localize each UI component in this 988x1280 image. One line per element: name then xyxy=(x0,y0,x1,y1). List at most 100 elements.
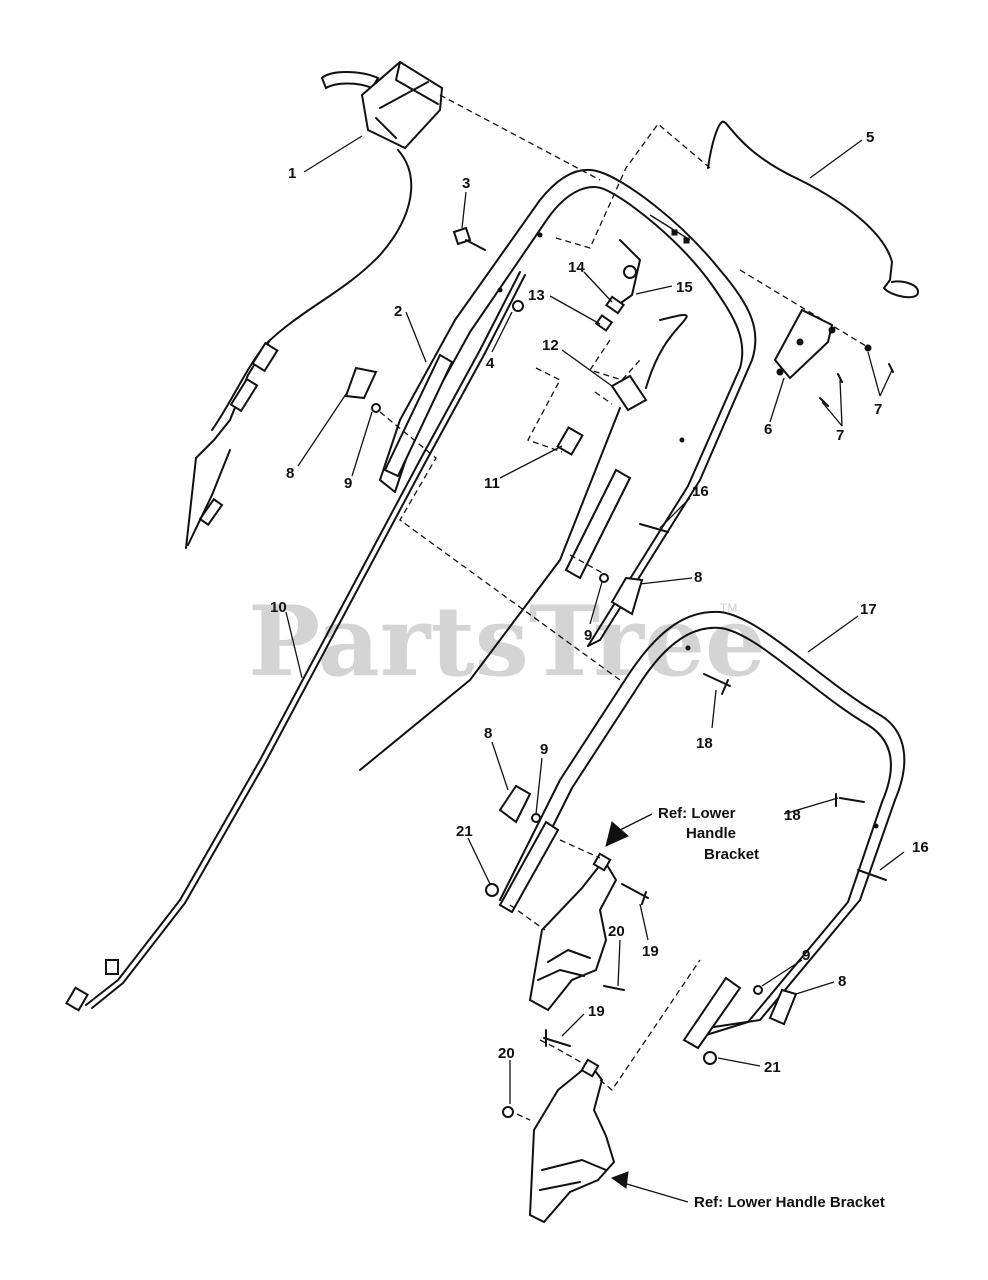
part-18-bolt-upper[interactable] xyxy=(703,673,731,695)
callout-1: 1 xyxy=(288,165,296,182)
ref-label-upper-line3: Bracket xyxy=(704,846,759,863)
part-3-screw[interactable] xyxy=(452,226,486,251)
leader-17 xyxy=(807,615,859,653)
part-8-knob-upper-right[interactable] xyxy=(610,576,644,616)
leader-part-1-dash xyxy=(439,94,601,181)
part-19-bolt-upper[interactable] xyxy=(621,883,649,905)
dash-knob-upper-right xyxy=(569,554,609,577)
leader-20a xyxy=(617,939,621,987)
part-11-cable-fitting[interactable] xyxy=(556,426,584,456)
part-9-washer-lower-left[interactable] xyxy=(531,813,541,823)
part-17-lower-handle[interactable] xyxy=(499,610,906,1041)
part-19-bolt-lower[interactable] xyxy=(543,1029,571,1047)
callout-8a: 8 xyxy=(286,465,294,482)
part-8-knob-lower-left[interactable] xyxy=(498,784,532,824)
lower-handle-bracket-lower xyxy=(528,1058,616,1224)
part-9-washer-lower-right[interactable] xyxy=(753,985,763,995)
part-1-cable xyxy=(211,149,413,431)
callout-6: 6 xyxy=(764,421,772,438)
part-13-washer[interactable] xyxy=(594,314,614,332)
dash-plate xyxy=(739,269,867,347)
callout-21a: 21 xyxy=(456,823,473,840)
callout-16b: 16 xyxy=(912,839,929,856)
part-1-control-box[interactable] xyxy=(320,60,444,150)
leader-8c xyxy=(491,741,509,791)
leader-3 xyxy=(461,191,467,229)
leader-7b xyxy=(821,379,843,427)
leader-19a xyxy=(639,903,649,941)
part-12-throttle[interactable] xyxy=(359,313,688,771)
callout-9b: 9 xyxy=(584,627,592,644)
leader-2 xyxy=(405,311,427,363)
ref-label-upper-line1: Ref: Lower xyxy=(658,805,736,822)
ref-arrow-lower xyxy=(619,1181,689,1203)
leader-18a xyxy=(711,689,717,729)
callout-7b: 7 xyxy=(836,427,844,444)
part-21-nut-lower-left[interactable] xyxy=(485,883,499,897)
leader-9b xyxy=(589,581,603,625)
leader-9a xyxy=(351,411,373,477)
part-2-handle-insert[interactable] xyxy=(383,353,454,478)
leader-16b xyxy=(879,851,905,871)
callout-14: 14 xyxy=(568,259,585,276)
callout-3: 3 xyxy=(462,175,470,192)
ref-arrow-upper xyxy=(619,813,653,831)
part-9-washer-upper-right[interactable] xyxy=(599,573,609,583)
leader-8d xyxy=(795,981,835,995)
part-21-nut-lower-right[interactable] xyxy=(703,1051,717,1065)
dash-throttle-box xyxy=(588,339,641,405)
leader-8a xyxy=(297,393,347,467)
leader-10 xyxy=(285,611,303,679)
part-9-washer-upper-left[interactable] xyxy=(371,403,381,413)
part-8-knob-lower-right[interactable] xyxy=(768,988,798,1026)
upper-handle-lower-insert xyxy=(564,468,632,580)
leader-8b xyxy=(639,577,693,585)
leader-12 xyxy=(561,349,613,387)
watermark: PartsTree xyxy=(248,585,766,698)
part-8-knob-upper-left[interactable] xyxy=(344,366,378,400)
part-16-bolt-upper[interactable] xyxy=(639,523,669,533)
ref-arrowhead-upper xyxy=(605,821,629,847)
part-16-bolt-lower[interactable] xyxy=(857,869,887,881)
leader-14 xyxy=(583,271,613,303)
callout-13: 13 xyxy=(528,287,545,304)
dash-knob-upper-left xyxy=(379,411,621,681)
callout-8d: 8 xyxy=(838,973,846,990)
leader-1 xyxy=(303,135,363,173)
dash-bracket-upper xyxy=(509,839,601,931)
part-10-cable-clip xyxy=(105,959,119,975)
leader-21a xyxy=(467,837,491,885)
callout-2: 2 xyxy=(394,303,402,320)
callout-19a: 19 xyxy=(642,943,659,960)
leader-15 xyxy=(635,285,673,295)
part-10-cable-outer xyxy=(91,274,526,1009)
ref-label-lower: Ref: Lower Handle Bracket xyxy=(694,1194,885,1211)
part-7-screws[interactable] xyxy=(819,344,894,407)
callout-10: 10 xyxy=(270,599,287,616)
callout-9c: 9 xyxy=(540,741,548,758)
part-20-bolt-lower[interactable] xyxy=(502,1106,514,1118)
part-6-bracket-plate[interactable] xyxy=(773,308,836,380)
callout-8c: 8 xyxy=(484,725,492,742)
part-10-cable[interactable] xyxy=(85,271,521,1006)
leader-6 xyxy=(769,377,785,423)
part-20-bolt-upper[interactable] xyxy=(603,985,625,991)
callout-18b: 18 xyxy=(784,807,801,824)
upper-handle-frame[interactable] xyxy=(379,168,757,647)
callout-16a: 16 xyxy=(692,483,709,500)
part-18-bolt-lower[interactable] xyxy=(835,793,865,807)
part-4-nut[interactable] xyxy=(512,300,524,312)
leader-21b xyxy=(717,1057,761,1067)
part-5-bail-rod[interactable] xyxy=(707,120,919,299)
leader-5 xyxy=(809,139,863,179)
part-15-clip[interactable] xyxy=(617,239,641,306)
callout-20a: 20 xyxy=(608,923,625,940)
callout-12: 12 xyxy=(542,337,559,354)
lower-handle-bracket-upper xyxy=(528,852,618,1012)
ref-label-upper-line2: Handle xyxy=(686,825,736,842)
lower-handle-insert-right xyxy=(682,976,742,1050)
callout-11: 11 xyxy=(484,475,500,492)
lower-handle-insert-left xyxy=(498,820,560,914)
callout-19b: 19 xyxy=(588,1003,605,1020)
